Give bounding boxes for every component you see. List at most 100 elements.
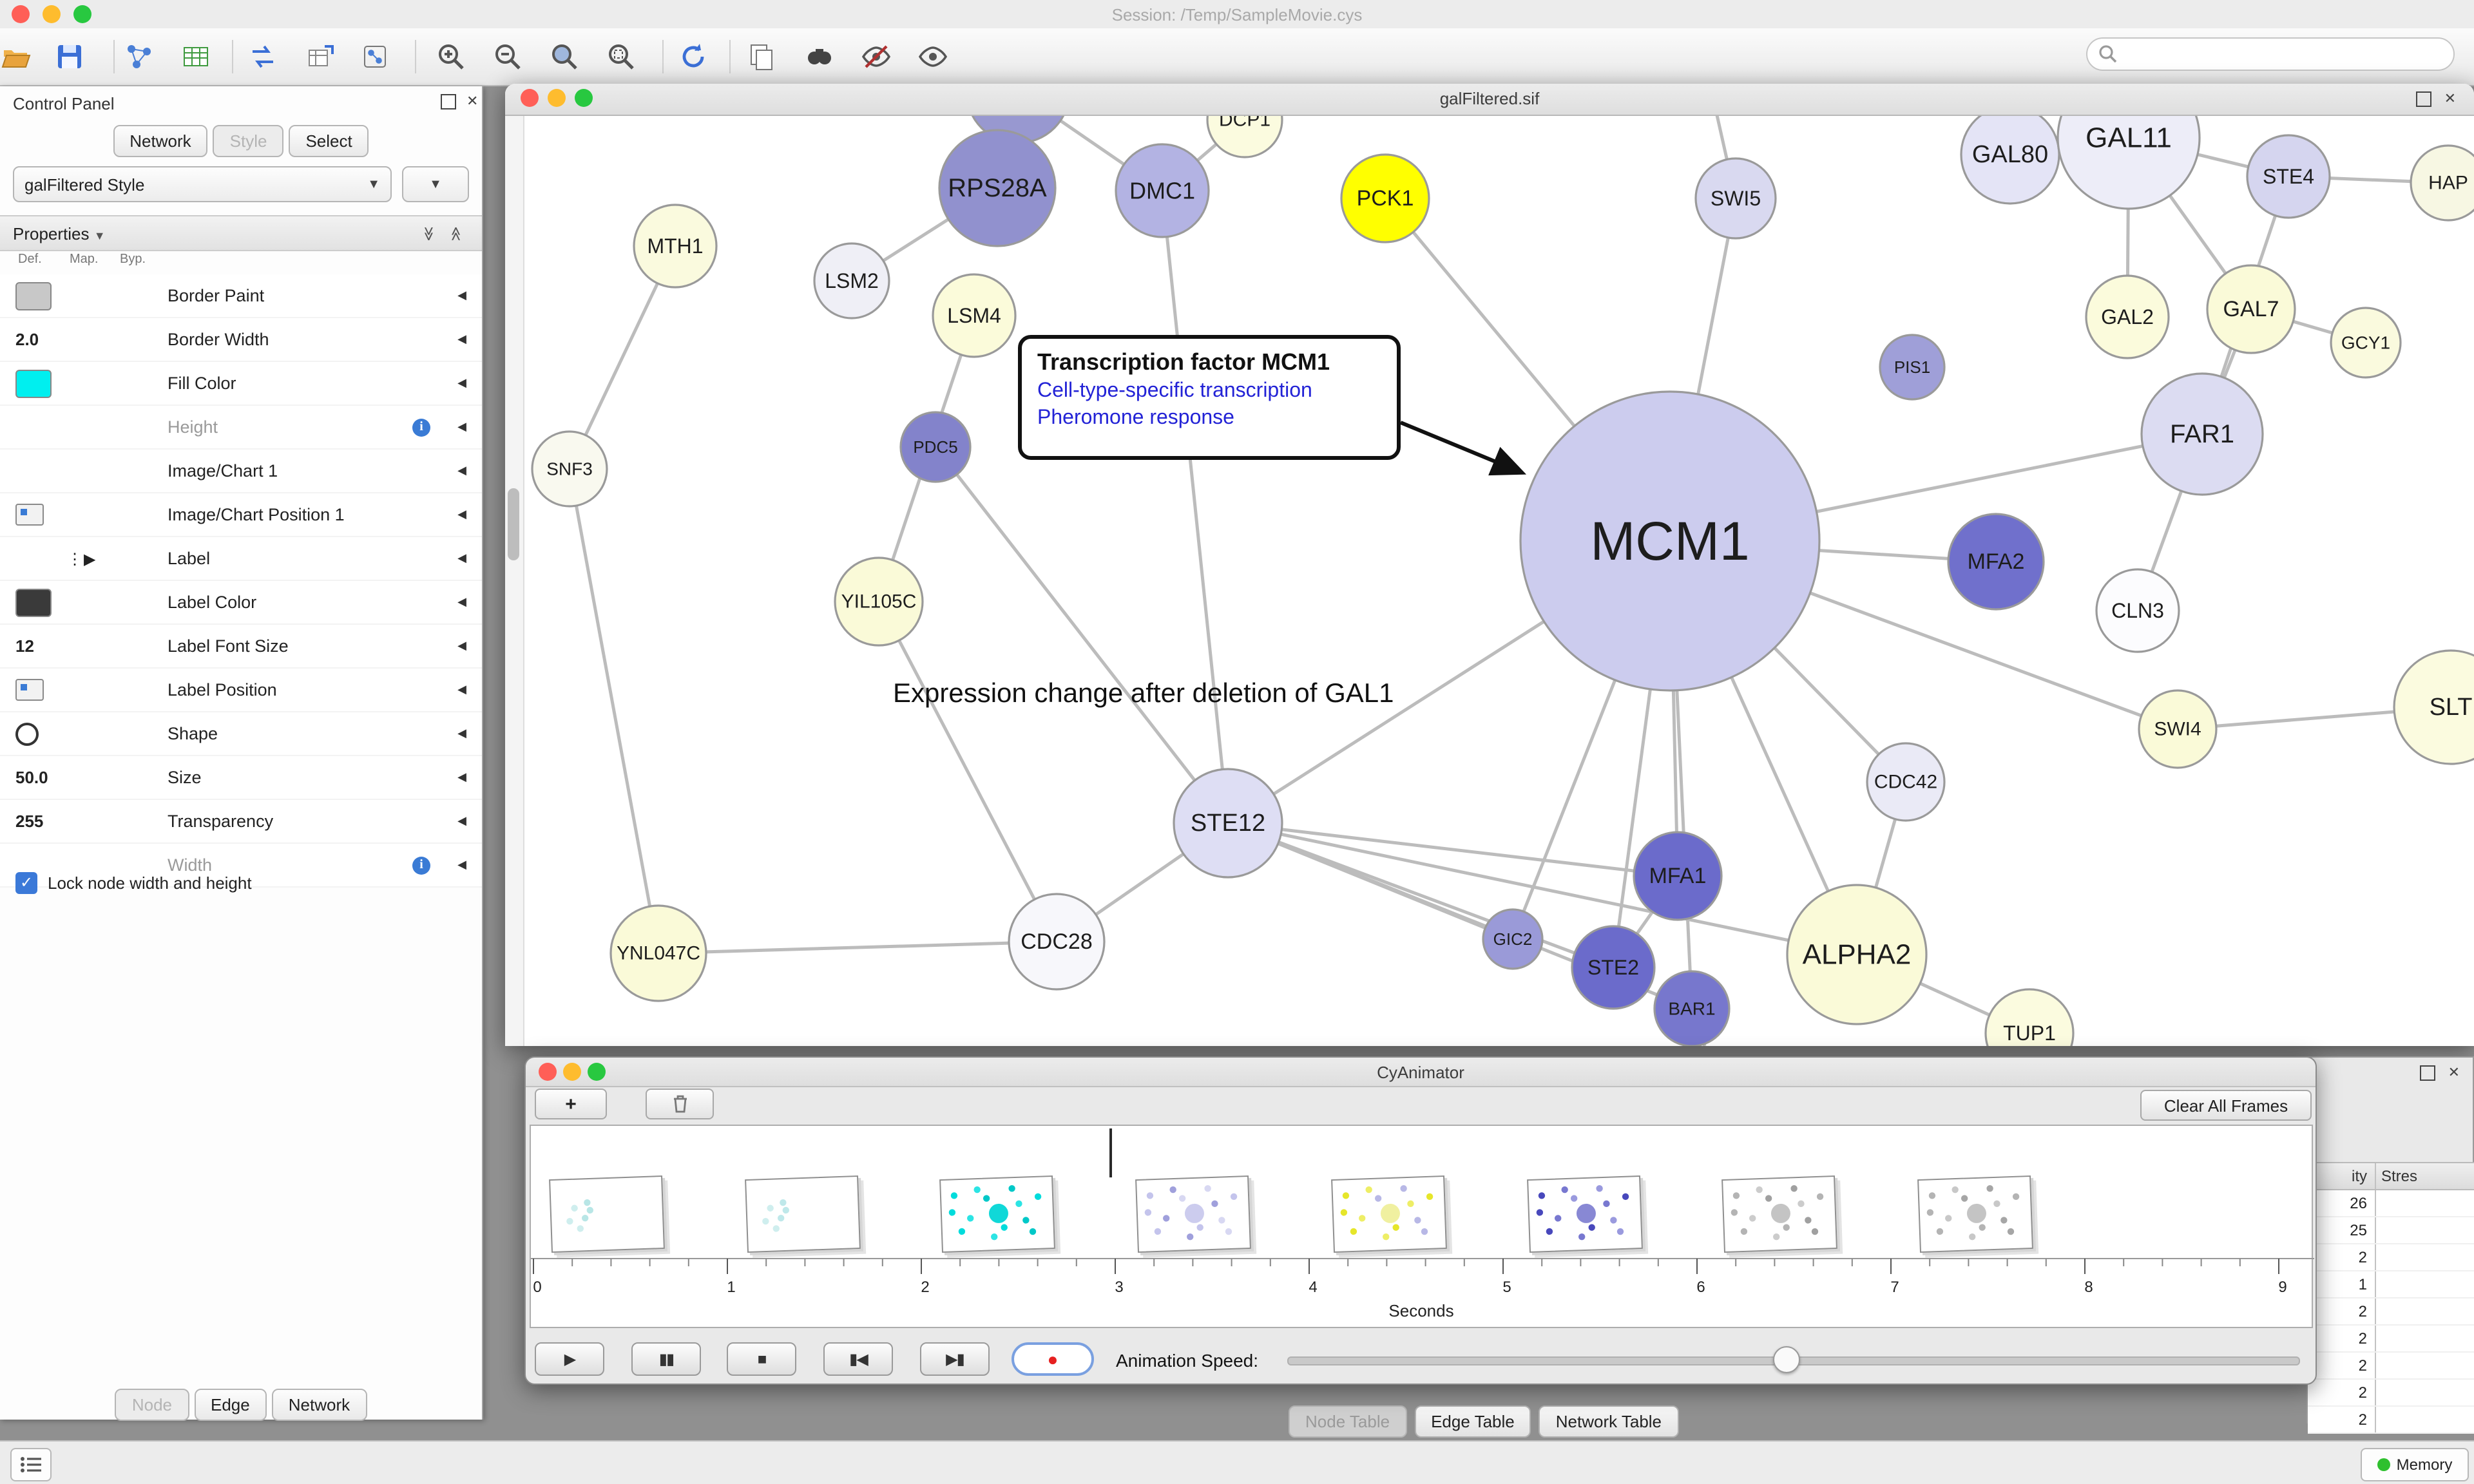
playhead[interactable]	[1109, 1128, 1112, 1177]
skip-to-start-button[interactable]: ▮◀	[823, 1342, 893, 1376]
default-value-cell[interactable]: 50.0	[15, 768, 48, 787]
close-view-icon[interactable]: ✕	[2444, 91, 2456, 107]
vertical-scrollbar[interactable]	[505, 115, 524, 1046]
network-node-MFA2[interactable]: MFA2	[1947, 513, 2045, 611]
table-row[interactable]: 26	[2308, 1190, 2474, 1217]
add-frame-button[interactable]: +	[535, 1089, 607, 1119]
maximize-window-icon[interactable]	[73, 5, 91, 23]
tab-edge[interactable]: Edge	[194, 1389, 267, 1421]
network-edge[interactable]	[1227, 821, 1678, 878]
float-panel-icon[interactable]	[441, 94, 456, 109]
info-icon[interactable]: i	[412, 418, 430, 436]
clear-all-frames-button[interactable]: Clear All Frames	[2140, 1090, 2312, 1121]
lock-size-checkbox[interactable]: ✓	[15, 872, 37, 894]
expand-row-icon[interactable]: ◀	[457, 770, 466, 783]
network-node-FAR1[interactable]: FAR1	[2140, 372, 2264, 496]
import-network-icon[interactable]	[117, 35, 161, 79]
export-network-icon[interactable]	[353, 35, 397, 79]
frame-thumbnail-7[interactable]	[1917, 1175, 2033, 1253]
table-row[interactable]: 2	[2308, 1380, 2474, 1407]
network-node-GAL7[interactable]: GAL7	[2206, 264, 2296, 354]
network-node-MFA1[interactable]: MFA1	[1633, 831, 1723, 921]
expand-row-icon[interactable]: ◀	[457, 332, 466, 345]
close-window-icon[interactable]	[521, 89, 539, 107]
tab-node-table[interactable]: Node Table	[1289, 1405, 1407, 1438]
color-swatch[interactable]	[15, 281, 52, 310]
refresh-layout-icon[interactable]	[671, 35, 715, 79]
close-window-icon[interactable]	[12, 5, 30, 23]
save-icon[interactable]	[48, 35, 91, 79]
expand-row-icon[interactable]: ◀	[457, 727, 466, 739]
color-swatch[interactable]	[15, 588, 52, 616]
property-row-border-paint[interactable]: Border Paint◀	[0, 274, 482, 318]
default-value-cell[interactable]	[15, 504, 62, 526]
expand-row-icon[interactable]: ◀	[457, 464, 466, 477]
network-node-GAL2[interactable]: GAL2	[2085, 274, 2170, 359]
zoom-in-icon[interactable]	[429, 35, 473, 79]
scrollbar-thumb[interactable]	[508, 488, 519, 560]
default-value-cell[interactable]	[15, 369, 62, 397]
network-node-GAL80[interactable]: GAL80	[1960, 104, 2060, 205]
network-node-CDC42[interactable]: CDC42	[1866, 742, 1946, 822]
collapse-all-icon[interactable]: ≫	[420, 225, 436, 241]
table-row[interactable]: 2	[2308, 1407, 2474, 1434]
default-value-cell[interactable]	[15, 588, 62, 616]
float-window-icon[interactable]	[2415, 91, 2431, 107]
table-row[interactable]: 2	[2308, 1326, 2474, 1353]
property-row-fill-color[interactable]: Fill Color◀	[0, 362, 482, 406]
close-panel-icon[interactable]: ✕	[466, 94, 479, 109]
speed-slider-thumb[interactable]	[1773, 1346, 1800, 1373]
network-edge[interactable]	[568, 468, 660, 954]
table-header-row[interactable]: ity Stres	[2308, 1162, 2474, 1190]
annotation-box[interactable]: Transcription factor MCM1 Cell-type-spec…	[1018, 335, 1401, 460]
record-button[interactable]: ●	[1012, 1342, 1094, 1376]
expand-row-icon[interactable]: ◀	[457, 639, 466, 652]
open-folder-icon[interactable]	[0, 35, 37, 79]
tab-network[interactable]: Network	[271, 1389, 367, 1421]
skip-to-end-button[interactable]: ▶▮	[920, 1342, 990, 1376]
snapshot-icon[interactable]	[740, 35, 783, 79]
network-node-GCY1[interactable]: GCY1	[2330, 307, 2402, 379]
frame-thumbnail-0[interactable]	[549, 1175, 665, 1253]
frame-thumbnail-1[interactable]	[744, 1175, 861, 1253]
search-input[interactable]	[2118, 44, 2433, 64]
command-panel-button[interactable]	[10, 1448, 52, 1481]
zoom-fit-icon[interactable]	[542, 35, 586, 79]
table-row[interactable]: 2	[2308, 1244, 2474, 1271]
import-table-icon[interactable]	[174, 35, 218, 79]
close-window-icon[interactable]	[539, 1063, 557, 1081]
memory-button[interactable]: Memory	[2361, 1448, 2469, 1481]
expand-row-icon[interactable]: ◀	[457, 289, 466, 301]
property-row-label[interactable]: ⋮▶Label◀	[0, 537, 482, 581]
float-panel-icon[interactable]	[2419, 1065, 2435, 1081]
table-row[interactable]: 1	[2308, 1271, 2474, 1298]
annotation-link[interactable]: Cell-type-specific transcription	[1037, 380, 1312, 402]
table-row[interactable]: 2	[2308, 1298, 2474, 1326]
tab-style[interactable]: Style	[213, 125, 284, 157]
default-value-cell[interactable]	[15, 281, 62, 310]
maximize-window-icon[interactable]	[588, 1063, 606, 1081]
network-node-SWI4[interactable]: SWI4	[2138, 689, 2218, 769]
default-value-cell[interactable]: 12	[15, 636, 34, 656]
zoom-out-icon[interactable]	[486, 35, 530, 79]
network-node-PDC5[interactable]: PDC5	[899, 411, 972, 483]
network-node-RPS28A[interactable]: RPS28A	[938, 129, 1057, 247]
expand-row-icon[interactable]: ◀	[457, 551, 466, 564]
expand-row-icon[interactable]: ◀	[457, 420, 466, 433]
stop-button[interactable]: ■	[727, 1342, 796, 1376]
network-node-PIS1[interactable]: PIS1	[1879, 334, 1946, 401]
search-field[interactable]	[2086, 37, 2455, 71]
network-node-SLT[interactable]: SLT	[2393, 649, 2474, 765]
tab-select[interactable]: Select	[289, 125, 369, 157]
minimize-window-icon[interactable]	[548, 89, 566, 107]
expand-row-icon[interactable]: ◀	[457, 858, 466, 871]
expand-row-icon[interactable]: ◀	[457, 595, 466, 608]
frame-thumbnail-6[interactable]	[1721, 1175, 1838, 1253]
network-node-BAR1[interactable]: BAR1	[1653, 970, 1731, 1046]
property-row-image-chart-1[interactable]: Image/Chart 1◀	[0, 450, 482, 493]
